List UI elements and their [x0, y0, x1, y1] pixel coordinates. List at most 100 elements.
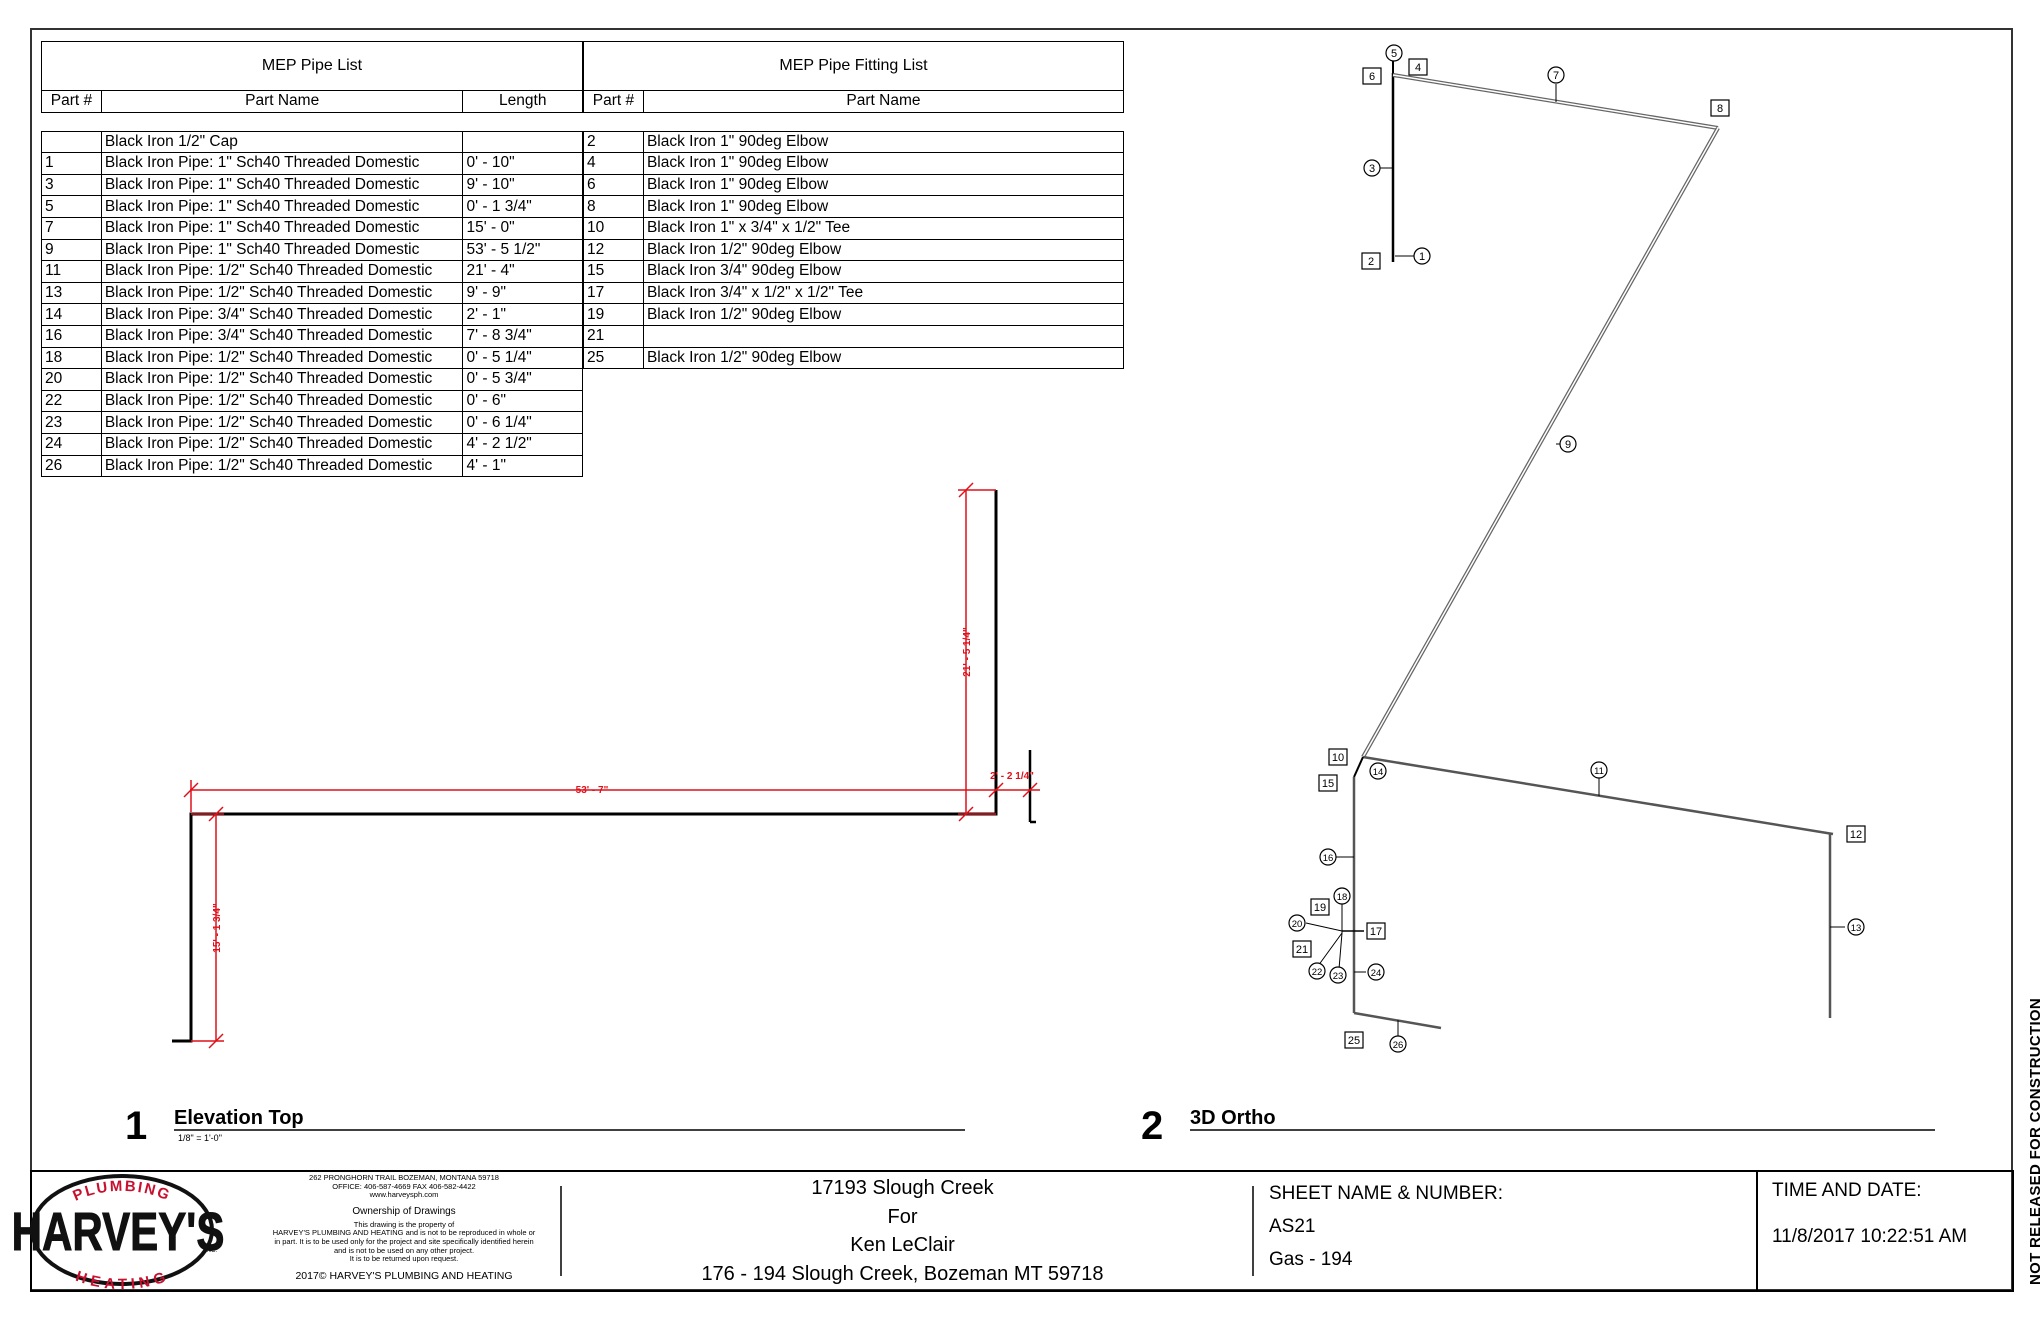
logo-main-text: HARVEY'S [12, 1202, 225, 1262]
dim-label-vertical-right: 21' - 5 1/4" [962, 627, 973, 677]
part-tag-square: 21 [1292, 940, 1312, 958]
tag-label: 6 [1369, 71, 1375, 83]
tag-circle [1389, 1035, 1407, 1053]
tag-circle [1333, 887, 1351, 905]
view2-title: 3D Ortho [1190, 1107, 1276, 1129]
dim-tick-vr-top [958, 482, 974, 498]
view-title-2: 2 3D Ortho [1141, 1104, 1935, 1148]
fitting-name-cell: Black Iron 1" 90deg Elbow [642, 195, 1125, 218]
ownership-title: Ownership of Drawings [352, 1205, 456, 1217]
tag-box [1318, 774, 1338, 792]
part-tag-circle: 11 [1590, 761, 1608, 779]
fitting-name-cell: Black Iron 1/2" 90deg Elbow [642, 346, 1125, 370]
fitting-name-cell: Black Iron 1" 90deg Elbow [642, 173, 1125, 197]
part-tag-square: 4 [1408, 58, 1428, 76]
tag-circle [1308, 962, 1326, 980]
dimension-lines [183, 482, 1040, 1049]
leader-20 [1305, 922, 1343, 932]
tag-circle [1363, 159, 1381, 177]
pipe-name-cell: Black Iron Pipe: 1" Sch40 Threaded Domes… [100, 195, 464, 218]
tag-label: 19 [1314, 902, 1326, 914]
part-tag-circle: 22 [1308, 962, 1326, 980]
copyright-text: 2017© HARVEY'S PLUMBING AND HEATING [295, 1269, 513, 1282]
dim-label-long: 53' - 7" [576, 785, 609, 796]
part-tag-circle: 24 [1367, 963, 1385, 981]
tag-circle [1559, 435, 1577, 453]
ownership-line: It is to be returned upon request. [349, 1254, 459, 1264]
part-tag-square: 19 [1310, 898, 1330, 916]
pipe-14 [1353, 756, 1364, 778]
tag-label: 23 [1333, 971, 1344, 982]
elevation-top-view: 53' - 7" 2' - 2 1/4" 15' - 1 3/4" 21' - … [172, 482, 1040, 1049]
tag-circle [1547, 66, 1565, 84]
dim-label-short: 2' - 2 1/4" [990, 771, 1034, 782]
fitting-name-cell: Black Iron 1" x 3/4" x 1/2" Tee [642, 216, 1125, 240]
project-client: Ken LeClair [850, 1234, 955, 1256]
tag-circle [1288, 914, 1306, 932]
not-released-note: NOT RELEASED FOR CONSTRUCTION [2027, 997, 2040, 1285]
ownership-line: in part. It is to be used only for the p… [274, 1236, 534, 1246]
pipe-col-part: Part # [41, 90, 102, 113]
part-tag-square: 8 [1710, 99, 1730, 117]
pipe-name-cell: Black Iron Pipe: 1/2" Sch40 Threaded Dom… [100, 411, 464, 434]
part-tag-circle: 9 [1559, 435, 1577, 453]
dim-tick-long-left [183, 782, 199, 798]
tag-label: 1 [1419, 251, 1425, 263]
pipe-length-cell: 15' - 0" [462, 216, 583, 240]
part-tag-square: 6 [1362, 67, 1382, 85]
tag-label: 17 [1370, 926, 1382, 938]
time-label: TIME AND DATE: [1772, 1180, 1922, 1201]
fitting-name-cell: Black Iron 1/2" 90deg Elbow [642, 238, 1125, 262]
part-tag-square: 2 [1361, 252, 1381, 270]
fitting-part-cell: 10 [583, 216, 644, 240]
part-tag-circle: 20 [1288, 914, 1306, 932]
tag-box [1710, 99, 1730, 117]
dim-tick-short-mid [1022, 782, 1038, 798]
tag-label: 12 [1850, 829, 1862, 841]
company-address: 262 PRONGHORN TRAIL BOZEMAN, MONTANA 597… [309, 1173, 499, 1182]
pipe-name-cell: Black Iron Pipe: 3/4" Sch40 Threaded Dom… [100, 303, 464, 326]
pipe-name-cell: Black Iron Pipe: 1/2" Sch40 Threaded Dom… [100, 346, 464, 370]
tag-box [1292, 940, 1312, 958]
dim-tick-vl-bottom [208, 1033, 224, 1049]
sheet-label: SHEET NAME & NUMBER: [1269, 1183, 1504, 1204]
part-tag-circle: 7 [1547, 66, 1565, 84]
ownership-line: HARVEY'S PLUMBING AND HEATING and is not… [272, 1228, 536, 1238]
part-tag-circle: 16 [1319, 848, 1337, 866]
elevation-pipe-run [172, 490, 998, 1043]
view-title-1: 1 Elevation Top 1/8" = 1'-0" [125, 1104, 965, 1148]
pipe-length-cell: 9' - 10" [462, 173, 583, 197]
tag-box [1366, 922, 1386, 940]
dim-label-vertical-left: 15' - 1 3/4" [212, 903, 223, 953]
sheet-info: SHEET NAME & NUMBER: AS21 Gas - 194 [1269, 1177, 1739, 1276]
fitting-list-spacer [583, 111, 1124, 132]
leader-23 [1338, 932, 1343, 970]
pipe-length-cell: 0' - 6" [462, 389, 583, 413]
part-tag-circle: 1 [1413, 247, 1431, 265]
pipe-name-cell: Black Iron Pipe: 1/2" Sch40 Threaded Dom… [100, 432, 464, 456]
pipe-length-cell: 53' - 5 1/2" [462, 238, 583, 262]
pipe-length-cell: 21' - 4" [462, 260, 583, 283]
tag-box [1846, 825, 1866, 843]
tag-label: 15 [1322, 778, 1334, 790]
tag-label: 21 [1296, 944, 1308, 956]
part-tag-square: 12 [1846, 825, 1866, 843]
sheet-number: AS21 [1269, 1216, 1316, 1237]
tag-box [1408, 58, 1428, 76]
project-for-label: For [887, 1205, 918, 1228]
tag-circle [1367, 963, 1385, 981]
pipe-length-cell: 0' - 1 3/4" [462, 195, 583, 218]
